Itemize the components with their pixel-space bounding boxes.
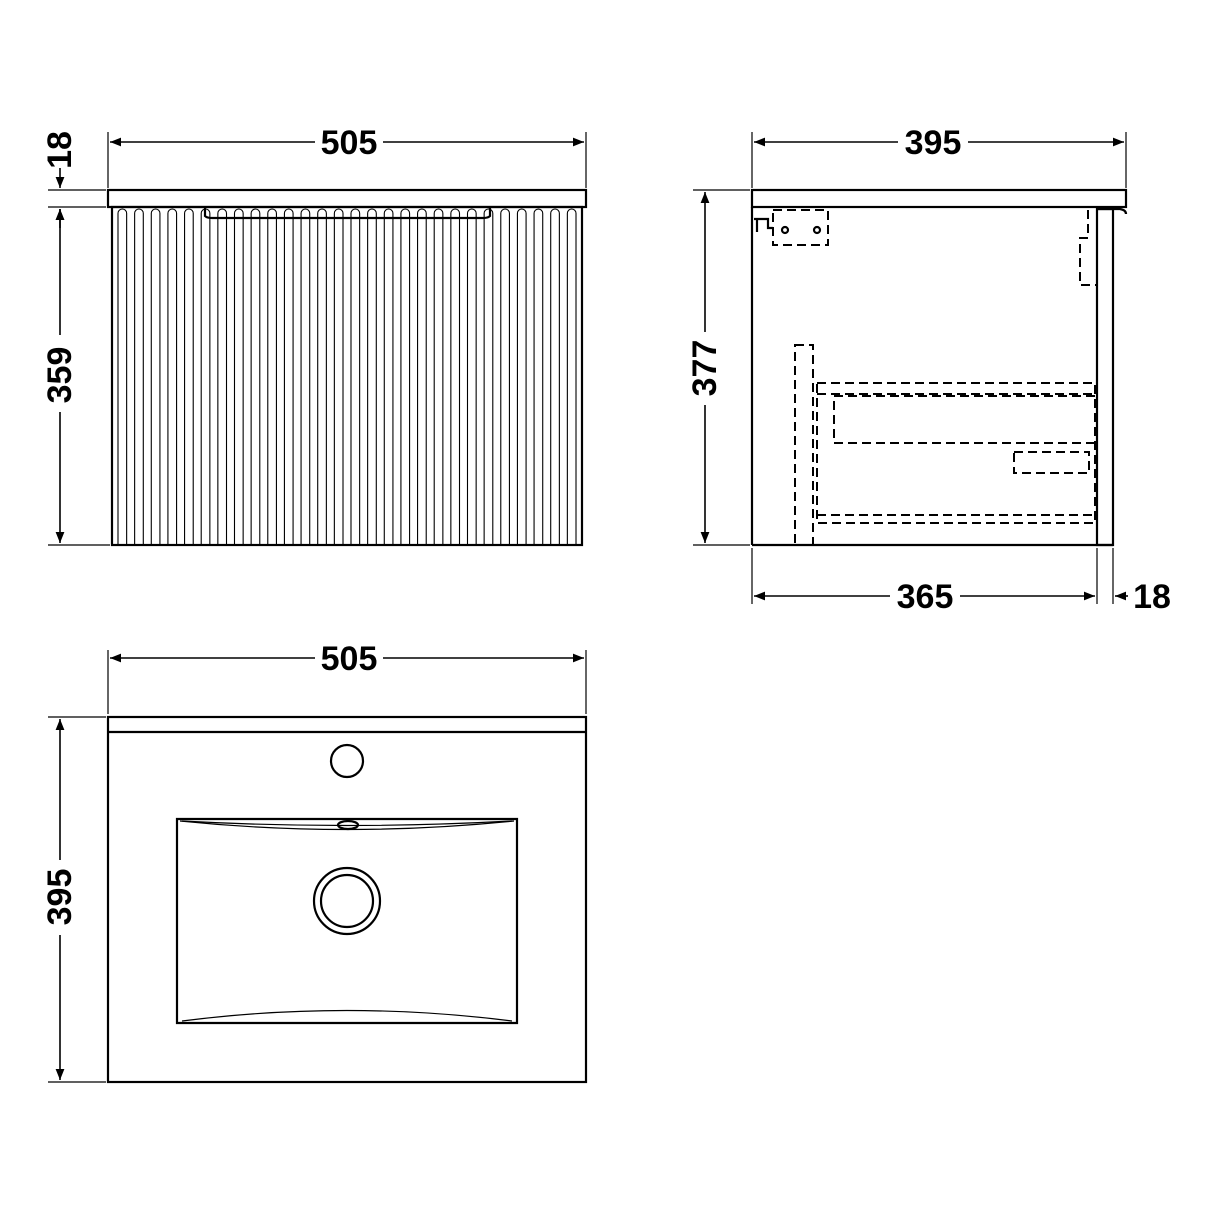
waste-outer [312, 866, 382, 936]
flute-groove [500, 208, 510, 545]
dim-side-depth: 395 [751, 124, 1127, 188]
front-cabinet-body [110, 205, 584, 547]
flute-groove [117, 208, 128, 545]
flute-groove [466, 208, 477, 545]
dim-front-height-label: 359 [41, 347, 79, 404]
side-door-panel [1095, 207, 1115, 547]
flute-groove [150, 208, 161, 545]
flute-groove [250, 208, 261, 545]
flute-groove [217, 208, 228, 545]
flute-groove [383, 208, 394, 545]
basin-bowl [175, 817, 519, 1025]
front-handle-recess [203, 208, 492, 220]
flute-groove [533, 208, 544, 545]
flute-groove [417, 208, 427, 545]
flute-groove [550, 208, 560, 545]
wall-bracket [754, 209, 829, 246]
flute-groove [433, 208, 444, 545]
flute-groove [184, 208, 194, 545]
dim-side-height: 377 [686, 189, 750, 546]
side-view [750, 188, 1128, 547]
dim-plan-width: 505 [107, 640, 587, 714]
plan-view [106, 715, 588, 1084]
tap-hole [329, 743, 365, 779]
flute-groove [333, 208, 344, 545]
flute-groove [450, 208, 461, 545]
dim-side-bottom: 365 18 [751, 548, 1171, 616]
flute-groove [400, 208, 411, 545]
dim-front-width-label: 505 [321, 124, 378, 162]
dim-plan-depth: 395 [41, 716, 106, 1083]
overflow-slot [336, 819, 360, 831]
flute-groove [167, 208, 178, 545]
flute-groove [134, 208, 144, 545]
flute-groove [350, 208, 361, 545]
side-door-edge [1097, 207, 1128, 215]
dim-front-top: 18 [41, 131, 106, 228]
flute-groove [516, 208, 527, 545]
front-view [106, 188, 588, 547]
flute-groove [300, 208, 311, 545]
flute-groove [267, 208, 277, 545]
waste-inner [319, 873, 375, 929]
front-fluting [117, 208, 577, 545]
front-worktop [106, 188, 588, 209]
flute-groove [200, 208, 211, 545]
flute-groove [317, 208, 327, 545]
drawer-runner-hidden [794, 344, 814, 546]
dim-side-height-label: 377 [686, 340, 724, 397]
dim-front-top-label: 18 [41, 131, 79, 169]
flute-groove [483, 208, 494, 545]
basin-inner-top [181, 820, 513, 827]
plan-outline [106, 715, 588, 1084]
basin-inner-bottom [181, 1009, 513, 1022]
side-worktop [750, 188, 1128, 209]
dim-front-width: 505 [107, 124, 587, 188]
flute-groove [283, 208, 294, 545]
flute-groove [367, 208, 377, 545]
dim-front-height: 359 [41, 209, 110, 546]
dim-plan-depth-label: 395 [41, 869, 79, 926]
flute-groove [233, 208, 244, 545]
dim-plan-width-label: 505 [321, 640, 378, 678]
flute-groove [566, 208, 577, 545]
dim-side-panel-label: 18 [1133, 578, 1171, 616]
dim-side-depth-label: 395 [905, 124, 962, 162]
hinge-hidden [1079, 210, 1096, 286]
dim-side-body-label: 365 [897, 578, 954, 616]
drawer-box-hidden [816, 382, 1096, 524]
